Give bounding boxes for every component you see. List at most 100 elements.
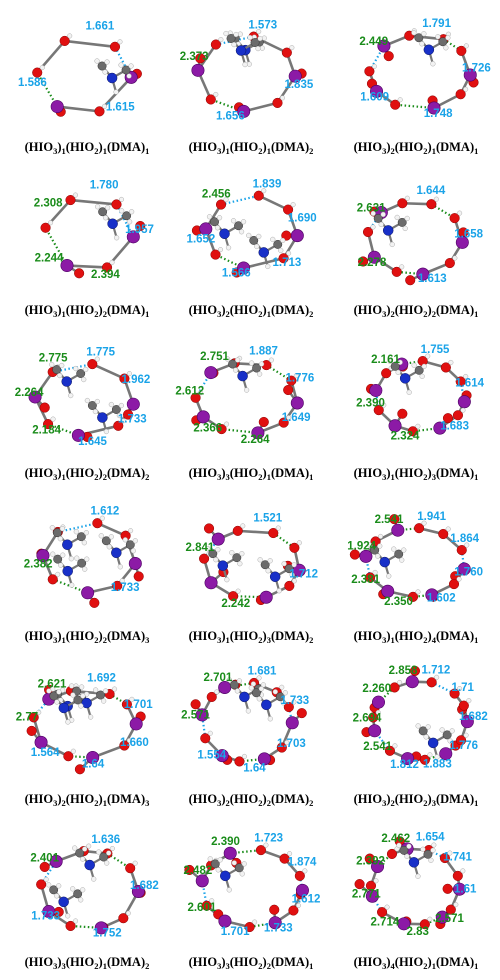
formula-subscript: 2 [258, 635, 263, 645]
atom-group [26, 683, 146, 775]
hydrogen-atom [404, 853, 410, 859]
formula-text: (HIO [65, 955, 95, 969]
hydrogen-atom [280, 237, 286, 244]
hydrogen-atom [255, 45, 261, 52]
oxygen-atom [373, 405, 384, 416]
formula-text: ) [221, 629, 226, 643]
hydrogen-atom [81, 540, 87, 546]
nitrogen-atom [427, 737, 439, 749]
iodine-atom [285, 716, 299, 730]
hydrogen-atom [457, 210, 463, 216]
oxygen-atom [407, 426, 418, 437]
formula-text: ) [98, 955, 103, 969]
iodine-atom [377, 39, 391, 53]
hydrogen-atom [65, 913, 71, 919]
hydrogen-atom [404, 195, 410, 201]
hydrogen-atom [423, 734, 429, 740]
hydrogen-atom [78, 897, 84, 903]
hydrogen-atom [241, 861, 247, 867]
hydrogen-atom [120, 418, 126, 424]
iodine-atom [34, 735, 48, 749]
halogen-bond-distance-label: 2.701 [204, 672, 233, 684]
iodine-atom [369, 383, 383, 397]
carbon-atom [101, 536, 111, 546]
hydrogen-atom [207, 730, 213, 736]
hydrogen-atom [415, 423, 421, 429]
atom-group [366, 353, 472, 437]
covalent-bond [57, 105, 100, 113]
hydrogen-atom [92, 408, 98, 415]
hbond-distance-label: 1.649 [282, 412, 311, 424]
oxygen-atom [39, 402, 50, 413]
nitrogen-atom [58, 896, 69, 908]
hydrogen-atom [242, 61, 248, 68]
formula-text: (DMA) [435, 792, 475, 806]
formula-text: ) [386, 466, 391, 480]
formula-text: ) [57, 303, 62, 317]
hbond-distance-label: 1.883 [423, 758, 452, 770]
hydrogen-atom [86, 843, 92, 849]
formula-text: (HIO [188, 466, 218, 480]
formula-subscript: 2 [102, 309, 107, 319]
cluster-formula-label: (HIO3)1(HIO2)4(DMA)1 [333, 629, 499, 645]
nitrogen-atom [379, 556, 390, 568]
carbon-atom [234, 221, 243, 231]
nitrogen-atom [220, 870, 231, 882]
oxygen-atom [452, 410, 464, 421]
formula-subscript: 2 [145, 472, 150, 482]
iodine-atom [452, 882, 466, 896]
hydrogen-atom [209, 898, 215, 904]
carbon-atom [75, 848, 85, 858]
hydrogen-atom [421, 31, 427, 37]
hydrogen-atom [380, 211, 386, 218]
iodine-atom [50, 100, 64, 114]
hydrogen-atom [223, 30, 229, 37]
oxygen-atom [445, 904, 456, 915]
oxygen-atom [65, 195, 76, 206]
hbond-distance-label: 1.71 [452, 682, 475, 694]
iodine-atom [28, 390, 42, 404]
oxygen-atom [278, 417, 289, 428]
hbond-distance-label: 1.64 [82, 758, 105, 770]
hydrogen-atom [396, 842, 402, 848]
oxygen-atom [109, 41, 121, 52]
formula-text: ) [57, 140, 62, 154]
hydrogen-atom [229, 550, 235, 556]
nitrogen-atom [235, 45, 247, 56]
iodine-atom [128, 556, 142, 570]
formula-subscript: 1 [102, 798, 107, 808]
formula-subscript: 2 [61, 798, 66, 808]
formula-text: (HIO [394, 792, 424, 806]
hydrogen-atom [245, 708, 252, 714]
hbond-distance-label: 1.602 [427, 593, 456, 605]
formula-subscript: 3 [217, 146, 222, 156]
oxygen-atom [135, 220, 146, 232]
carbon-atom [228, 359, 238, 369]
hydrogen-atom [48, 220, 54, 226]
noncovalent-bond [215, 35, 254, 46]
hydrogen-atom [108, 401, 114, 408]
oxygen-atom [201, 900, 212, 911]
oxygen-atom [283, 701, 294, 713]
hydrogen-atom [464, 542, 470, 548]
hbond-distance-label: 1.554 [197, 750, 226, 762]
hydrogen-atom [261, 35, 267, 41]
hydrogen-atom [421, 520, 427, 526]
hbond-distance-label: 1.776 [449, 740, 478, 752]
carbon-atom [52, 365, 62, 374]
formula-text: (DMA) [435, 303, 475, 317]
cluster-formula-label: (HIO3)2(HIO2)1(DMA)2 [168, 303, 334, 319]
hydrogen-atom [67, 33, 73, 39]
formula-text: (HIO [65, 629, 95, 643]
covalent-bond [70, 198, 117, 206]
iodine-atom [81, 586, 95, 600]
carbon-atom [122, 211, 132, 221]
hydrogen-atom [106, 544, 112, 550]
halogen-bond-distance-label: 2.390 [356, 397, 385, 409]
oxygen-atom [89, 597, 100, 608]
